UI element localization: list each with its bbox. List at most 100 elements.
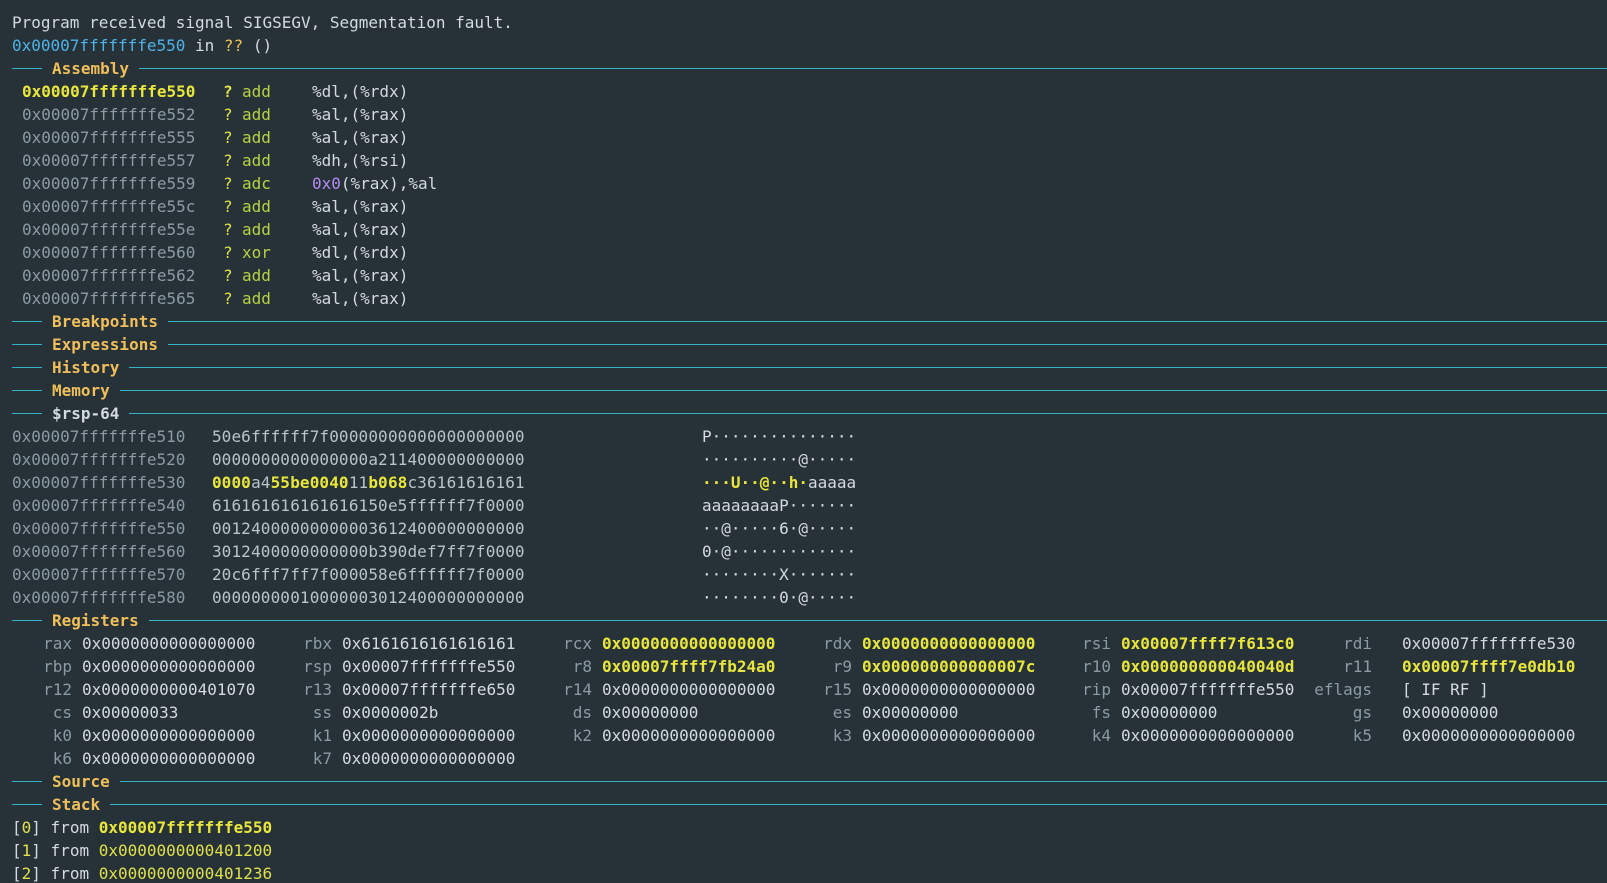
symbol-unknown-marker: ?: [223, 243, 233, 262]
register-value-es[interactable]: 0x00000000: [862, 703, 959, 722]
memory-byte: 00: [309, 542, 330, 561]
register-name-r13: r13: [303, 680, 332, 699]
register-value-rsp[interactable]: 0x00007fffffffe550: [342, 657, 516, 676]
stack-frame[interactable]: [0] from 0x00007fffffffe550: [12, 816, 272, 839]
register-value-rsi[interactable]: 0x00007ffff7f613c0: [1121, 634, 1295, 653]
register-value-r11[interactable]: 0x00007ffff7e0db10: [1402, 657, 1576, 676]
register-value-k6[interactable]: 0x0000000000000000: [82, 749, 256, 768]
instruction-operands: %dh,(%rsi): [312, 149, 408, 172]
register-value-r15[interactable]: 0x0000000000000000: [862, 680, 1036, 699]
assembly-line[interactable]: 0x00007fffffffe55e?add%al,(%rax): [0, 218, 1607, 241]
register-name-r15: r15: [823, 680, 852, 699]
registers-section-title[interactable]: Registers: [52, 609, 149, 632]
register-value-k4[interactable]: 0x0000000000000000: [1121, 726, 1295, 745]
history-section-title[interactable]: History: [52, 356, 130, 379]
register-name-eflags: eflags: [1314, 680, 1372, 699]
register-value-cs[interactable]: 0x00000033: [82, 703, 179, 722]
register-value-r9[interactable]: 0x000000000000007c: [862, 657, 1036, 676]
assembly-line[interactable]: 0x00007fffffffe555?add%al,(%rax): [0, 126, 1607, 149]
stack-frame[interactable]: [1] from 0x0000000000401200: [12, 839, 272, 862]
memory-byte: 00: [329, 542, 349, 561]
assembly-line[interactable]: 0x00007fffffffe557?add%dh,(%rsi): [0, 149, 1607, 172]
breakpoints-section-title[interactable]: Breakpoints: [52, 310, 168, 333]
assembly-line[interactable]: 0x00007fffffffe550?add%dl,(%rdx): [0, 80, 1607, 103]
frame-index: 2: [21, 864, 32, 883]
memory-byte: e6: [387, 565, 408, 584]
stack-section-title[interactable]: Stack: [52, 793, 111, 816]
memory-byte: ff: [446, 542, 466, 561]
memory-byte: e6: [231, 427, 251, 446]
section-rule-left: [12, 804, 42, 805]
instruction-address: 0x00007fffffffe555: [22, 128, 196, 147]
memory-byte: 61: [212, 496, 232, 515]
memory-byte: 61: [309, 496, 330, 515]
register-value-rdx[interactable]: 0x0000000000000000: [862, 634, 1036, 653]
memory-byte: 50: [368, 496, 388, 515]
register-value-rbx[interactable]: 0x6161616161616161: [342, 634, 516, 653]
stack-frame[interactable]: [2] from 0x0000000000401236: [12, 862, 272, 883]
assembly-section-header: Assembly: [0, 57, 1607, 80]
register-value-ds[interactable]: 0x00000000: [602, 703, 699, 722]
memory-section-title[interactable]: Memory: [52, 379, 120, 402]
register-value-eflags[interactable]: [ IF RF ]: [1402, 680, 1489, 699]
register-value-r14[interactable]: 0x0000000000000000: [602, 680, 776, 699]
section-rule-right: [168, 321, 1607, 322]
register-name-rdx: rdx: [823, 634, 852, 653]
memory-byte: ff: [270, 427, 290, 446]
register-value-r13[interactable]: 0x00007fffffffe650: [342, 680, 516, 699]
memory-byte: 00: [270, 588, 290, 607]
register-value-gs[interactable]: 0x00000000: [1402, 703, 1499, 722]
instruction-mnemonic: add: [242, 197, 271, 216]
register-value-r12[interactable]: 0x0000000000401070: [82, 680, 256, 699]
register-value-r8[interactable]: 0x00007ffff7fb24a0: [602, 657, 776, 676]
memory-ascii: ········X·······: [702, 563, 856, 586]
register-value-rcx[interactable]: 0x0000000000000000: [602, 634, 776, 653]
memory-byte: 00: [251, 588, 271, 607]
register-value-rdi[interactable]: 0x00007fffffffe530: [1402, 634, 1576, 653]
assembly-section-title[interactable]: Assembly: [52, 57, 140, 80]
register-value-k5[interactable]: 0x0000000000000000: [1402, 726, 1576, 745]
register-value-k0[interactable]: 0x0000000000000000: [82, 726, 256, 745]
register-name-r14: r14: [563, 680, 592, 699]
memory-expression-section-title[interactable]: $rsp-64: [52, 402, 130, 425]
register-value-k7[interactable]: 0x0000000000000000: [342, 749, 516, 768]
assembly-line[interactable]: 0x00007fffffffe565?add%al,(%rax): [0, 287, 1607, 310]
instruction-mnemonic: xor: [242, 243, 271, 262]
memory-byte: 61: [505, 473, 525, 492]
memory-byte: 7f: [466, 565, 486, 584]
assembly-line[interactable]: 0x00007fffffffe560?xor%dl,(%rdx): [0, 241, 1607, 264]
register-value-r10[interactable]: 0x000000000040040d: [1121, 657, 1295, 676]
frame-args: (): [243, 36, 273, 55]
memory-byte: 61: [485, 473, 505, 492]
section-rule-left: [12, 620, 42, 621]
memory-byte: 00: [290, 450, 310, 469]
register-value-k3[interactable]: 0x0000000000000000: [862, 726, 1036, 745]
assembly-line[interactable]: 0x00007fffffffe55c?add%al,(%rax): [0, 195, 1607, 218]
memory-ascii-text: aaaaaaaaP·······: [702, 496, 857, 515]
memory-byte: 00: [485, 496, 505, 515]
register-value-k2[interactable]: 0x0000000000000000: [602, 726, 776, 745]
register-value-ss[interactable]: 0x0000002b: [342, 703, 439, 722]
register-value-rip[interactable]: 0x00007fffffffe550: [1121, 680, 1295, 699]
memory-byte: 00: [309, 588, 330, 607]
register-value-rbp[interactable]: 0x0000000000000000: [82, 657, 256, 676]
register-value-k1[interactable]: 0x0000000000000000: [342, 726, 516, 745]
assembly-line[interactable]: 0x00007fffffffe552?add%al,(%rax): [0, 103, 1607, 126]
expressions-section-title[interactable]: Expressions: [52, 333, 168, 356]
source-section-title[interactable]: Source: [52, 770, 120, 793]
instruction-mnemonic: add: [242, 266, 271, 285]
register-value-rax[interactable]: 0x0000000000000000: [82, 634, 256, 653]
register-value-fs[interactable]: 0x00000000: [1121, 703, 1218, 722]
assembly-line[interactable]: 0x00007fffffffe562?add%al,(%rax): [0, 264, 1607, 287]
operand-text: %al,(%rax): [312, 266, 409, 285]
memory-ascii: ···U··@··h·aaaaa: [702, 471, 856, 494]
